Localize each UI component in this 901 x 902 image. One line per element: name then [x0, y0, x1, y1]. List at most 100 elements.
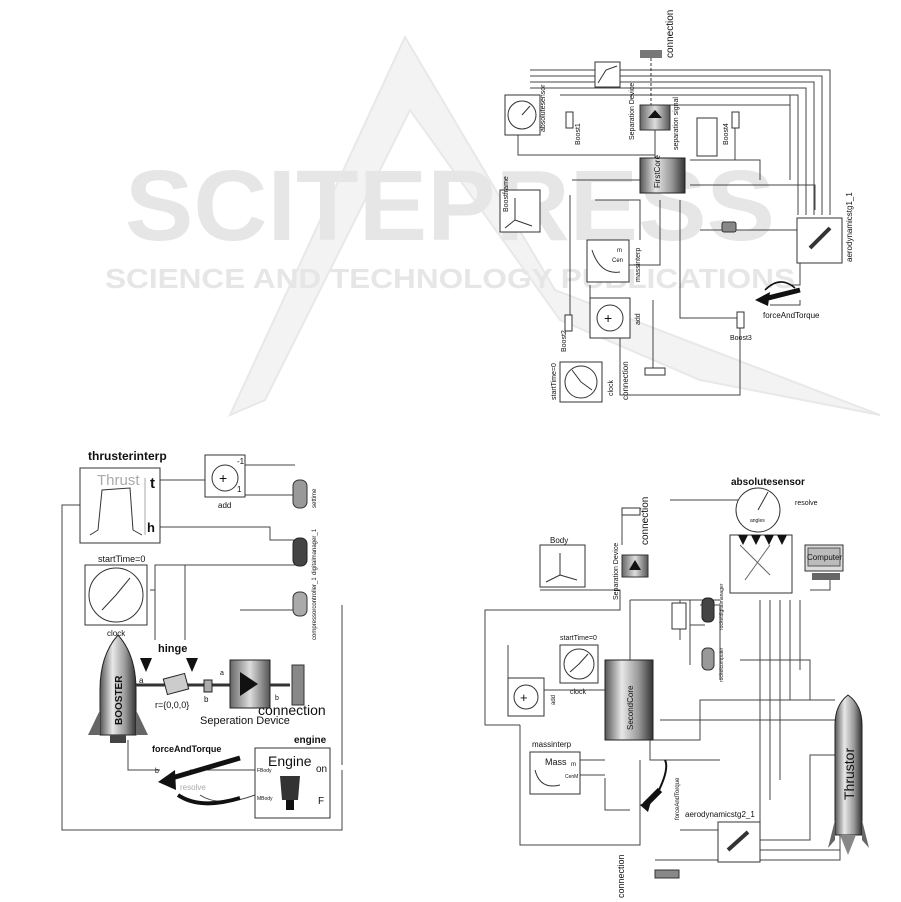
left-engine-title: engine [294, 735, 327, 746]
watermark-tagline: SCIENCE AND TECHNOLOGY PUBLICATIONS [105, 263, 795, 294]
right-thrustor-label: Thrustor [841, 748, 857, 800]
left-add-label: add [218, 501, 231, 510]
svg-text:angles: angles [750, 518, 765, 524]
top-aerodynamics-label: aerodynamicstg1_1 [845, 192, 854, 262]
top-separation-device-label: Separation Device [629, 83, 636, 140]
right-rocketcomputer-connector [701, 647, 715, 671]
left-booster: BOOSTER [88, 634, 148, 743]
left-thrusterinterp: thrusterinterp Thrust t h [79, 449, 167, 544]
top-starttime-label: startTime=0 [551, 363, 558, 400]
top-connection-bottom-label: connection [621, 361, 630, 400]
right-clock-label: clock [570, 689, 586, 696]
top-massinterp: m Cen massinterp [586, 239, 642, 283]
right-small-block [671, 602, 687, 630]
right-starttime-label: startTime=0 [560, 635, 597, 642]
top-forceandtorque-label: forceAndTorque [763, 311, 820, 320]
svg-text:a: a [220, 670, 224, 677]
top-forceandtorque: forceAndTorque [755, 281, 820, 320]
right-absolutesensor: absolutesensor angles resolve [729, 477, 818, 594]
svg-text:a: a [139, 676, 144, 685]
svg-text:+: + [219, 470, 227, 486]
svg-text:CenM: CenM [565, 774, 578, 780]
watermark: SCITEPRESS SCIENCE AND TECHNOLOGY PUBLIC… [105, 34, 881, 417]
left-starttime-label: startTime=0 [98, 554, 145, 564]
left-hinge-label: hinge [158, 643, 187, 655]
left-connection-label: connection [258, 702, 326, 718]
right-connection-top-port [621, 507, 641, 516]
top-bus-connector [721, 221, 737, 233]
right-secondcore: SecondCore [604, 659, 654, 741]
top-connection-bottom-port [644, 367, 666, 376]
right-diagram: absolutesensor angles resolve connection… [484, 477, 869, 898]
left-t-label: t [150, 475, 155, 492]
left-thrust-label: Thrust [97, 472, 140, 489]
top-firstcore: FirstCore [639, 155, 686, 194]
top-massinterp-label: massinterp [635, 248, 642, 282]
right-massinterp: massinterp Mass m CenM [529, 740, 581, 795]
right-thrustor: Thrustor [828, 694, 869, 855]
top-boost2 [564, 314, 573, 332]
svg-text:FBody: FBody [257, 768, 272, 774]
right-secondcore-label: SecondCore [626, 685, 635, 730]
svg-text:rocketcomputer: rocketcomputer [719, 647, 725, 682]
left-separation-label: Seperation Device [200, 715, 290, 727]
left-separation-device: a b Seperation Device [200, 659, 305, 727]
top-add-label: add [635, 313, 642, 325]
left-add-neg: -1 [237, 457, 245, 466]
svg-text:resolve: resolve [180, 783, 206, 792]
left-booster-label: BOOSTER [114, 675, 125, 725]
top-boostframe-label: Boostframe [503, 176, 510, 212]
top-absolutesensor: absolutesensor [504, 84, 547, 136]
left-hinge-assembly: a b r={0,0,0} [136, 658, 230, 710]
right-separation-device: Separation Device [613, 543, 649, 600]
right-computer: Computer [804, 544, 844, 580]
left-settime-label: settime [312, 488, 318, 508]
left-add-pos: 1 [237, 485, 242, 494]
right-body-frame: Body [539, 536, 586, 588]
left-forceandtorque-label: forceAndTorque [152, 744, 221, 754]
top-diagram: connection absolutesensor Separation Dev… [499, 10, 854, 403]
right-massinterp-label: massinterp [532, 740, 572, 749]
left-forceandtorque: forceAndTorque resolve b [152, 744, 241, 806]
left-digitalmanager-label: digitalmanager_1 [312, 528, 318, 575]
top-boost4 [731, 111, 740, 129]
svg-text:on: on [316, 764, 327, 775]
right-digitalmanager-connector [701, 597, 715, 623]
top-boost2-label: Boost2 [561, 330, 568, 352]
top-boost4-label: Boost4 [723, 123, 730, 145]
top-boost1-label: Boost1 [575, 123, 582, 145]
svg-text:b: b [275, 695, 279, 702]
right-forceandtorque: forceAndTorque [640, 759, 681, 820]
right-clock: startTime=0 clock [559, 635, 599, 696]
svg-text:resolve: resolve [795, 500, 818, 507]
svg-text:m: m [571, 762, 576, 768]
top-firstcore-label: FirstCore [653, 155, 662, 188]
right-body-label: Body [550, 536, 568, 545]
top-boost3-label: Boost3 [730, 335, 752, 342]
right-aerodynamics: aerodynamicstg2_1 [685, 810, 761, 863]
left-engine: engine Engine on F FBody MBody [254, 735, 331, 819]
right-forceandtorque-label: forceAndTorque [675, 777, 681, 820]
right-connection-bottom-label: connection [616, 854, 626, 898]
top-separation-signal-label: separation signal [673, 97, 680, 150]
right-computer-label: Computer [807, 553, 842, 562]
svg-text:b: b [155, 768, 159, 775]
top-boostframe: Boostframe [499, 176, 541, 233]
svg-text:m: m [617, 248, 622, 254]
right-add: + add [507, 677, 557, 717]
left-settime-connector [292, 479, 308, 509]
top-multiport-block [696, 117, 718, 157]
right-connection-top-label: connection [640, 497, 651, 545]
top-boost3 [736, 311, 745, 329]
svg-text:MBody: MBody [257, 796, 273, 802]
top-clock-label: clock [608, 380, 615, 396]
left-digitalmanager-connector [292, 537, 308, 567]
top-clock: startTime=0 clock [551, 361, 615, 403]
top-boost1 [565, 111, 574, 129]
svg-text:rocketdigitalmanager: rocketdigitalmanager [719, 583, 725, 630]
right-separation-label: Separation Device [613, 543, 620, 600]
right-connection-bottom-port [654, 869, 680, 879]
left-clock: startTime=0 clock [84, 554, 148, 638]
top-absolutesensor-label: absolutesensor [540, 84, 547, 132]
left-add: + -1 1 add [204, 454, 246, 510]
